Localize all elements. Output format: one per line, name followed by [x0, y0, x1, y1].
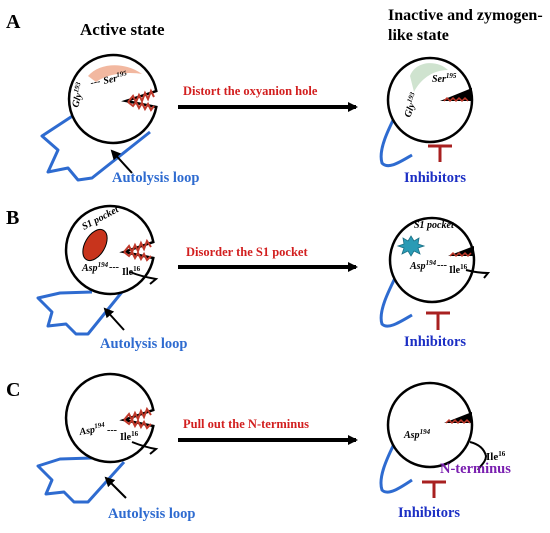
panel-a-inactive-ser: Ser: [432, 74, 446, 85]
panel-c-n-terminus-tail: [131, 441, 159, 455]
panel-a-inactive-gly: Gly: [402, 101, 417, 119]
panel-b-teeth-lower: [123, 250, 152, 262]
panel-c: C Asp194 --- Ile16 Pull out the N-termin…: [6, 372, 511, 522]
panel-b-autolysis-label: Autolysis loop: [100, 336, 187, 352]
panel-b-inactive-loop: [379, 271, 413, 328]
panel-c-inactive-enzyme: Asp194 Ile16 N-terminus Inhibitors: [379, 381, 511, 521]
panel-c-teeth-lower: [123, 418, 152, 430]
panel-a-arrow-label: Distort the oxyanion hole: [183, 84, 318, 98]
inactive-state-header-line1: Inactive and zymogen-: [388, 7, 543, 24]
panel-b-inactive-ile: Ile: [449, 265, 461, 276]
panel-b-loop-pointer: [103, 307, 125, 331]
panel-a-inactive-cleft: [440, 88, 472, 101]
panel-a-active-ser-label: Ser195: [102, 69, 129, 87]
panel-c-active-body: [64, 372, 155, 464]
panel-a-teeth-upper: [127, 88, 155, 105]
panel-c-active-bond: ---: [107, 425, 117, 436]
panel-b-active-bond: ---: [109, 262, 119, 273]
panel-a-autolysis-loop: [40, 113, 151, 182]
panel-b-inhibitors-label: Inhibitors: [404, 334, 466, 350]
panel-a-active-ser-sup: 195: [116, 69, 128, 79]
panel-b-s1-pocket-shape: [82, 228, 108, 262]
panel-a-inhibitors-label: Inhibitors: [404, 170, 466, 186]
panel-a-inactive-gly-label: Gly193: [401, 91, 422, 119]
panel-a-inactive-loop: [379, 109, 413, 168]
panel-b-active-ile-sup: 16: [133, 265, 141, 273]
panel-b-active-ile-label: Ile16: [122, 265, 141, 278]
panel-a-inactive-ser-label: Ser195: [432, 72, 457, 85]
active-state-header: Active state: [80, 20, 165, 39]
panel-a-active-enzyme: Gly193 --- Ser195: [40, 53, 158, 182]
panel-b-n-terminus-tail: [129, 271, 159, 285]
panel-a-active-bond: ---: [89, 76, 101, 89]
panel-b-inactive-ile-sup: 16: [460, 263, 468, 271]
inactive-state-header-line2: like state: [388, 27, 449, 44]
panel-a-active-gly-sup: 193: [72, 81, 83, 94]
panel-b-autolysis-loop: [36, 290, 124, 336]
panel-a-inactive-oxyanion: [410, 63, 448, 92]
panel-c-inactive-asp: Asp: [403, 430, 420, 441]
panel-b-s1-star-icon: [396, 235, 426, 257]
panel-b-inactive-asp-label: Asp194: [409, 259, 437, 272]
panel-a: A Gly193 --- Ser195 Distort the oxyanion…: [6, 11, 474, 186]
panel-c-inactive-n-terminus-tail: [469, 441, 488, 471]
panel-c-autolysis-loop: [36, 456, 126, 504]
panel-a-loop-pointer: [110, 149, 133, 174]
panel-c-inactive-ile: Ile: [486, 451, 498, 463]
panel-a-active-ser: Ser: [102, 73, 118, 87]
panel-b-inactive-n-terminus-tail: [465, 269, 491, 279]
panel-c-inactive-ile-sup: 16: [498, 450, 506, 458]
panel-c-active-asp: Asp: [78, 424, 96, 438]
panel-c-active-ile: Ile: [120, 432, 132, 443]
panel-a-oxyanion-hole: [88, 65, 142, 82]
panel-c-inhibitors-label: Inhibitors: [398, 505, 460, 521]
panel-b-inactive-asp: Asp: [409, 261, 426, 272]
panel-b-inactive-teeth: [449, 251, 472, 258]
panel-b-active-asp-label: Asp194: [81, 261, 109, 274]
panel-c-n-terminus-label: N-terminus: [440, 461, 511, 477]
panel-c-inactive-body: [386, 381, 474, 469]
panel-a-teeth-lower: [127, 100, 155, 112]
panel-c-inactive-cleft: [444, 412, 472, 423]
panel-b-inactive-ile-label: Ile16: [449, 263, 468, 276]
panel-c-inactive-loop: [379, 439, 413, 494]
panel-c-teeth-upper: [123, 406, 152, 423]
panel-c-active-ile-label: Ile16: [120, 430, 139, 443]
panel-c-autolysis-label: Autolysis loop: [108, 506, 195, 522]
panel-a-letter: A: [6, 11, 21, 33]
panel-b-active-asp: Asp: [81, 263, 98, 274]
panel-c-inactive-ile-label: Ile16: [486, 450, 506, 463]
panel-a-inactive-enzyme: Gly193 Ser195 Inhibitors: [379, 56, 474, 186]
panel-a-inactive-teeth: [443, 96, 469, 103]
panel-a-active-gly-label: Gly193: [68, 81, 87, 109]
panel-c-arrow-label: Pull out the N-terminus: [183, 417, 309, 431]
panel-b-inactive-pocket-label: S1 pocket: [414, 220, 455, 231]
panel-b-active-asp-sup: 194: [98, 261, 109, 269]
panel-b-inactive-bond: ---: [437, 260, 447, 271]
panel-c-inactive-asp-sup: 194: [420, 428, 431, 436]
panel-c-loop-pointer: [104, 476, 127, 499]
panel-c-active-enzyme: Asp194 --- Ile16: [36, 372, 159, 504]
panel-a-autolysis-label: Autolysis loop: [112, 170, 199, 186]
panel-c-active-asp-label: Asp194: [77, 421, 106, 439]
panel-a-active-gly: Gly: [70, 91, 85, 108]
panel-c-active-ile-sup: 16: [131, 430, 139, 438]
panel-b-inactive-enzyme: S1 pocket Asp194 --- Ile16 Inhibitors: [379, 216, 491, 350]
panel-c-inactive-teeth: [445, 418, 471, 425]
panel-b: B S1 pocket Asp194 --- Ile16 Disorder th…: [6, 204, 491, 352]
panel-c-inactive-asp-label: Asp194: [403, 428, 431, 441]
panel-b-arrow-label: Disorder the S1 pocket: [186, 245, 308, 259]
panel-b-active-enzyme: S1 pocket Asp194 --- Ile16: [36, 204, 159, 336]
panel-b-teeth-upper: [123, 238, 152, 255]
panel-a-inactive-ser-sup: 195: [446, 72, 457, 80]
panel-a-inactive-gly-sup: 193: [406, 91, 417, 104]
panel-b-inactive-asp-sup: 194: [426, 259, 437, 267]
panel-b-active-ile: Ile: [122, 267, 134, 278]
panel-b-letter: B: [6, 207, 19, 229]
panel-c-active-asp-sup: 194: [94, 421, 106, 431]
panel-c-letter: C: [6, 379, 20, 401]
